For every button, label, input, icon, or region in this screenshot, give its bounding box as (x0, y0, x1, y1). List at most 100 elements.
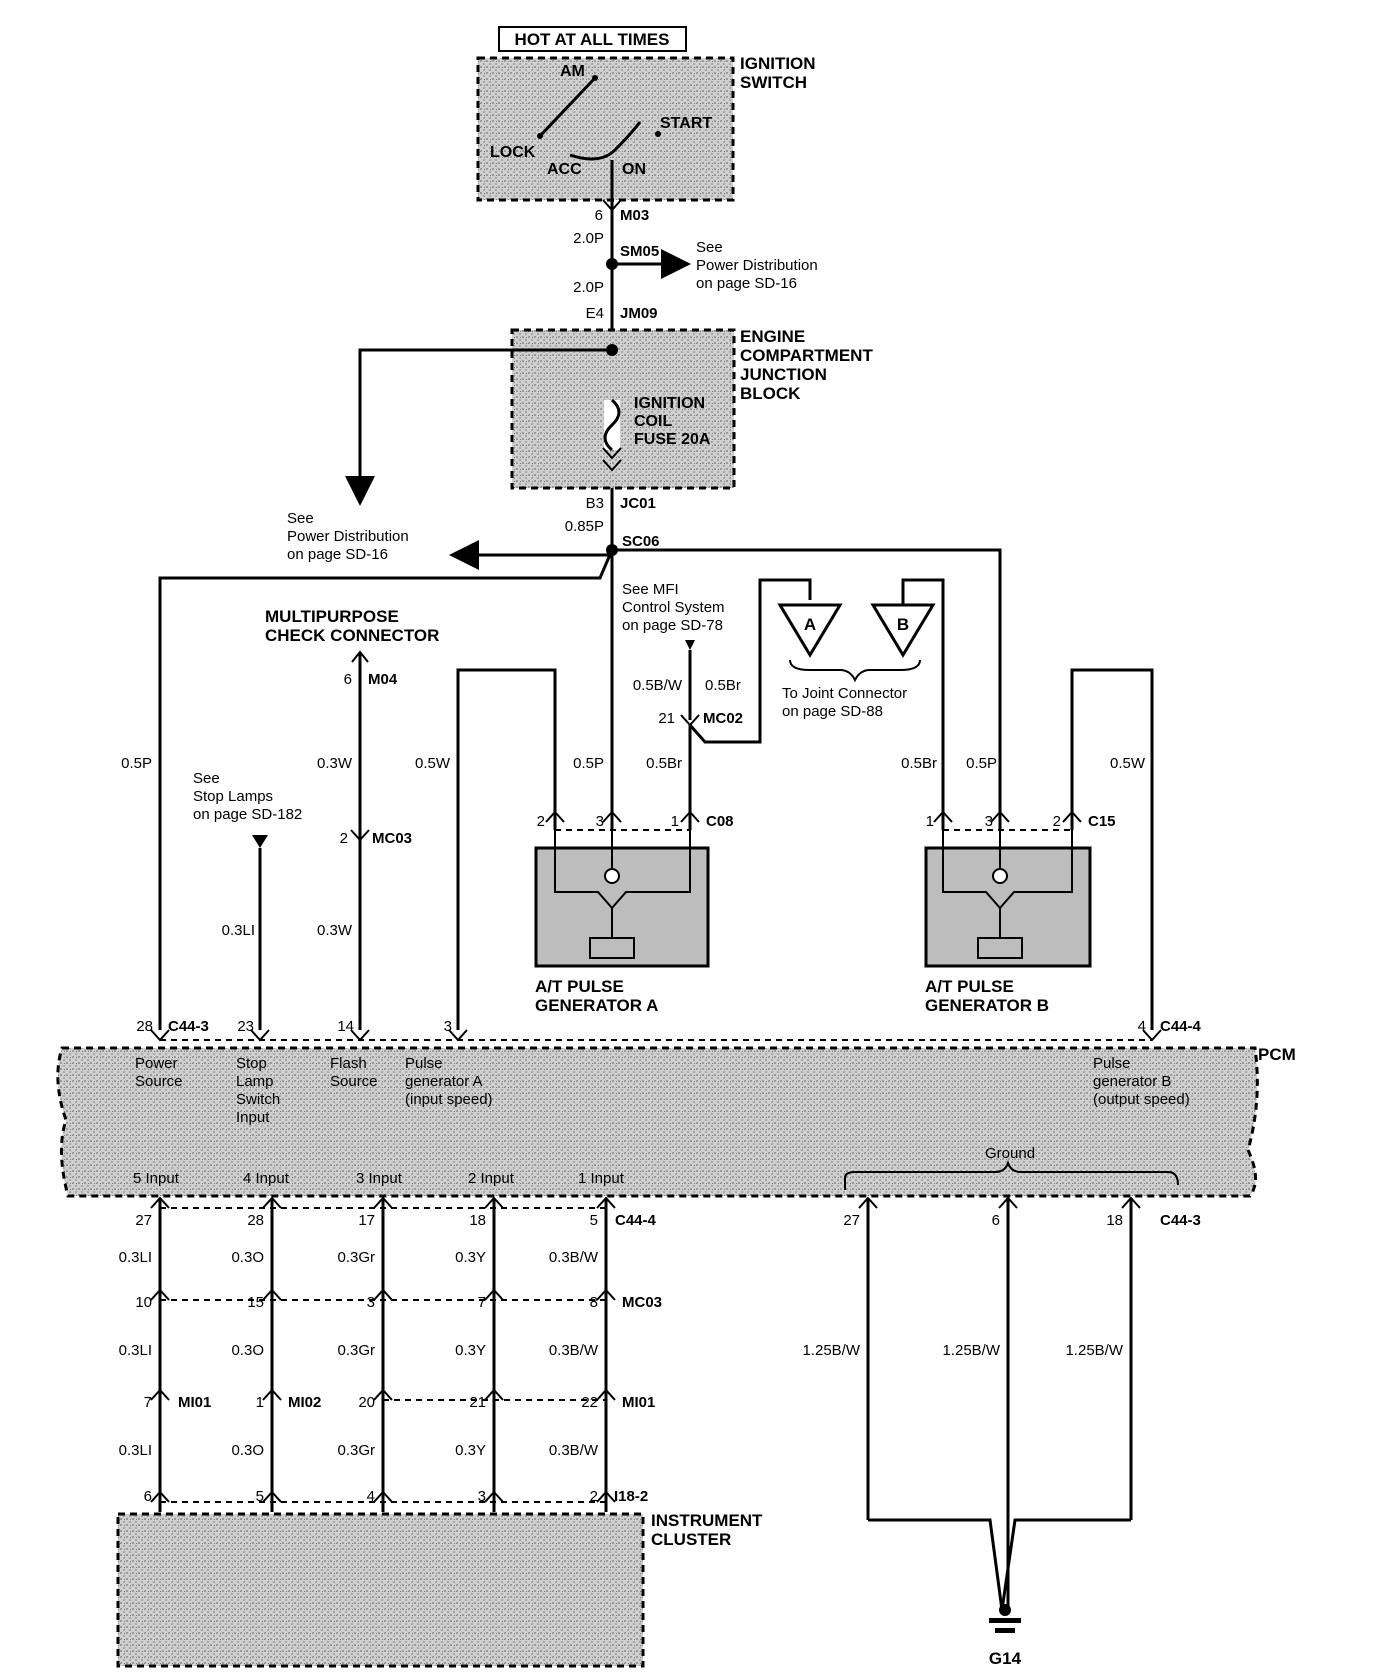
c08-pin-1: 1 (671, 813, 679, 830)
joint-text-1: To Joint Connector (782, 685, 907, 702)
mi-pin-4: 22 (581, 1394, 598, 1411)
pcm-input-pga-1: Pulse (405, 1055, 443, 1072)
bottom-conn-mi01-right: MI01 (622, 1394, 655, 1411)
ground-pin-0: 27 (843, 1212, 860, 1229)
c15-pin-3: 3 (985, 813, 993, 830)
ground-gauge-0: 1.25B/W (802, 1342, 860, 1359)
connector-chevron-2-1 (373, 1288, 393, 1301)
pg-b-title-1: A/T PULSE (925, 977, 1014, 996)
gauge-a-2: 0.3Gr (337, 1249, 375, 1266)
ign-pos-acc: ACC (547, 161, 582, 178)
bottom-conn-i18-2: I18-2 (614, 1488, 648, 1505)
c15-pin-2: 2 (1053, 813, 1061, 830)
mi-pin-1: 1 (256, 1394, 264, 1411)
pcm-module (56, 1046, 1259, 1198)
pcm-input-pgb-3: (output speed) (1093, 1091, 1190, 1108)
g14-label: G14 (989, 1649, 1022, 1668)
c08-gauge-05br: 0.5Br (646, 755, 682, 772)
connector-chevron-4-0 (596, 1196, 616, 1209)
ecjb-title-1: ENGINE (740, 327, 805, 346)
connector-chevron-0-3 (150, 1490, 170, 1503)
gauge-b-3: 0.3Y (455, 1342, 486, 1359)
c15-pin-1: 1 (926, 813, 934, 830)
bottom-conn-mc03: MC03 (622, 1294, 662, 1311)
see-power-dist-left-3: on page SD-16 (287, 546, 388, 563)
mc03-pin-1: 15 (247, 1294, 264, 1311)
bottom-conn-c44-4: C44-4 (615, 1212, 657, 1229)
sc06-label: SC06 (622, 533, 660, 550)
pcm-bottom-pin-2: 17 (358, 1212, 375, 1229)
pcm-input-5: 5 Input (133, 1170, 180, 1187)
ignition-switch-arm (538, 76, 597, 138)
pcm-pin-4: 4 (1138, 1018, 1146, 1035)
pga-signal-wire (456, 668, 557, 1030)
ecjb-title-2: COMPARTMENT (740, 346, 873, 365)
bottom-conn-mi01-left: MI01 (178, 1394, 211, 1411)
ic-pin-0: 6 (144, 1488, 152, 1505)
instrument-cluster (116, 1512, 645, 1668)
pcm-input-stop-2: Lamp (236, 1073, 274, 1090)
ecjb-title-4: BLOCK (740, 384, 801, 403)
wire-gauge-2p-b: 2.0P (573, 279, 604, 296)
connector-chevron-4-3 (596, 1490, 616, 1503)
ign-pos-start: START (660, 115, 712, 132)
joint-text-2: on page SD-88 (782, 703, 883, 720)
jm09-pin: E4 (586, 305, 604, 322)
connector-chevron-2-3 (373, 1490, 393, 1503)
pcm-input-stop-3: Switch (236, 1091, 280, 1108)
hot-at-all-times-label: HOT AT ALL TIMES (515, 30, 670, 49)
gauge-b-2: 0.3Gr (337, 1342, 375, 1359)
see-stop-3: on page SD-182 (193, 806, 302, 823)
mc03-pin-2: 3 (367, 1294, 375, 1311)
gauge-b-0: 0.3LI (119, 1342, 152, 1359)
see-mfi-3: on page SD-78 (622, 617, 723, 634)
mc03-pin-4: 8 (590, 1294, 598, 1311)
engine-compartment-junction-block (510, 328, 736, 490)
bottom-conn-mi02: MI02 (288, 1394, 321, 1411)
connector-chevron-3-1 (484, 1288, 504, 1301)
mc02-pin: 21 (658, 710, 675, 727)
mi-pin-2: 20 (358, 1394, 375, 1411)
gauge-a-4: 0.3B/W (549, 1249, 599, 1266)
pulse-generator-a (534, 846, 710, 968)
pcm-input-pgb-1: Pulse (1093, 1055, 1131, 1072)
c15-gauge-05br: 0.5Br (901, 755, 937, 772)
ground-gauge-1: 1.25B/W (942, 1342, 1000, 1359)
mi-pin-3: 21 (469, 1394, 486, 1411)
mi-pin-0: 7 (144, 1394, 152, 1411)
cluster-title-2: CLUSTER (651, 1530, 731, 1549)
see-stop-2: Stop Lamps (193, 788, 273, 805)
gauge-b-4: 0.3B/W (549, 1342, 599, 1359)
mpcc-title-2: CHECK CONNECTOR (265, 626, 439, 645)
joint-b-label: B (897, 615, 909, 634)
connector-chevron-1-0 (262, 1196, 282, 1209)
pcm-pin-28: 28 (136, 1018, 153, 1035)
connector-chevron-1-1 (262, 1288, 282, 1301)
pg-b-power-wire (612, 548, 1002, 830)
ic-pin-1: 5 (256, 1488, 264, 1505)
see-power-dist-right-1: See (696, 239, 723, 256)
pcm-input-power-1: Power (135, 1055, 178, 1072)
ground-pin-1: 6 (992, 1212, 1000, 1229)
ground-icon (989, 1618, 1021, 1623)
ground-gauge-2: 1.25B/W (1065, 1342, 1123, 1359)
pg-b-title-2: GENERATOR B (925, 996, 1049, 1015)
ign-pos-am: AM (560, 63, 585, 80)
ecjb-title-3: JUNCTION (740, 365, 827, 384)
connector-chevron-1-3 (262, 1490, 282, 1503)
ground-chevron-2 (1121, 1196, 1141, 1209)
ign-pos-on: ON (622, 161, 646, 178)
pg-a-title-2: GENERATOR A (535, 996, 658, 1015)
pcm-top-pins: 28 C44-3 23 14 3 4 C44-4 (136, 1018, 1202, 1042)
pcm-input-pga-2: generator A (405, 1073, 483, 1090)
pcm-input-stop-4: Input (236, 1109, 270, 1126)
pg-a-title-1: A/T PULSE (535, 977, 624, 996)
gauge-c-4: 0.3B/W (549, 1442, 599, 1459)
pcm-label: PCM (1258, 1045, 1296, 1064)
stop-gauge-03li: 0.3LI (222, 922, 255, 939)
ground-pin-2: 18 (1106, 1212, 1123, 1229)
ground-wires: 27 1.25B/W 6 1.25B/W 18 1.25B/W (802, 1196, 1141, 1520)
pcm-input-pga-3: (input speed) (405, 1091, 493, 1108)
pcm-pin-14: 14 (337, 1018, 354, 1035)
